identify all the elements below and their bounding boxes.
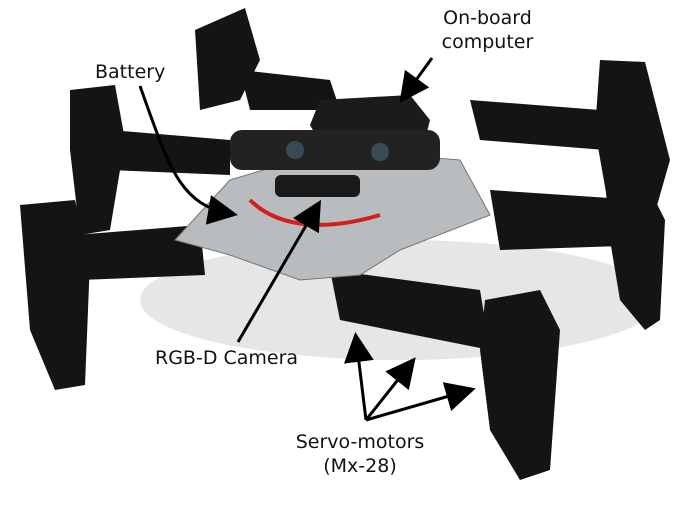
- label-line: Servo-motors: [295, 431, 425, 453]
- arrow-camera: [236, 199, 322, 343]
- label-line: (Mx-28): [323, 455, 397, 477]
- arrow-servo-2: [364, 357, 416, 421]
- label-line: On-board: [443, 7, 532, 29]
- arrow-servo-3: [365, 382, 476, 422]
- label-rgbd-camera: RGB-D Camera: [155, 347, 299, 369]
- label-line: computer: [441, 31, 534, 53]
- arrow-servo-1: [344, 332, 374, 421]
- camera-bar: [230, 130, 440, 170]
- label-onboard-computer: On-board computer: [425, 6, 550, 54]
- annotation-arrows: [138, 57, 476, 422]
- arrow-battery: [138, 85, 238, 225]
- robot-legs: [20, 8, 670, 480]
- label-servo-motors: Servo-motors (Mx-28): [280, 430, 440, 478]
- label-battery: Battery: [95, 61, 166, 83]
- arrow-computer: [399, 57, 434, 103]
